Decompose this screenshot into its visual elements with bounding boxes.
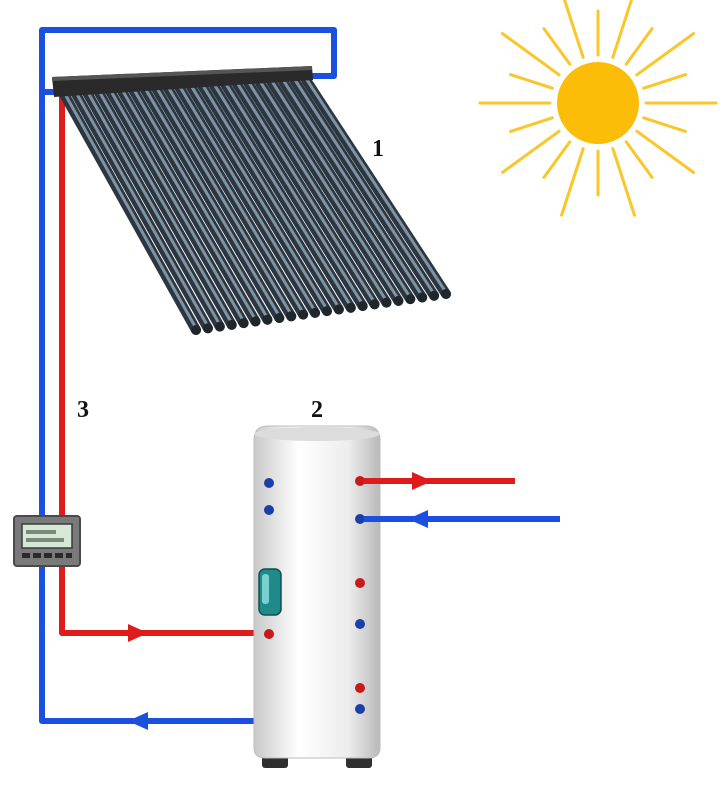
vacuum-tube-highlight xyxy=(155,87,294,318)
pipes-number-label: 3 xyxy=(77,397,89,423)
vacuum-tube-highlight xyxy=(201,84,342,311)
hot-water-outlet-pipe xyxy=(364,472,515,490)
vacuum-tube-end-cap xyxy=(321,306,332,317)
water-heater-tank xyxy=(253,425,381,768)
vacuum-tube-highlight xyxy=(236,82,378,306)
sun-ray xyxy=(509,73,554,90)
tank-number-label: 2 xyxy=(311,397,323,423)
vacuum-tube-end-cap xyxy=(191,325,201,335)
vacuum-tube-highlight xyxy=(86,91,223,329)
sun-ray xyxy=(611,0,634,59)
sun-icon xyxy=(478,0,718,217)
vacuum-tube-end-cap xyxy=(369,299,380,310)
vacuum-tube-highlight xyxy=(213,83,354,310)
sun-ray xyxy=(642,73,687,90)
collector-tubes xyxy=(59,75,451,335)
controller-unit xyxy=(13,515,81,567)
sun-ray xyxy=(624,27,654,66)
vacuum-tube-highlight xyxy=(293,79,437,298)
vacuum-tube-end-cap xyxy=(250,316,261,327)
vacuum-tube-end-cap xyxy=(333,304,344,315)
vacuum-tube-highlight xyxy=(144,87,282,320)
cold-return-arrow xyxy=(128,712,148,730)
vacuum-tube-end-cap xyxy=(262,314,273,325)
sun-ray xyxy=(542,140,572,179)
vacuum-tube-end-cap xyxy=(381,297,392,308)
sun-ray xyxy=(624,140,654,179)
vacuum-tube-highlight xyxy=(270,80,413,301)
sun-ray xyxy=(501,32,561,77)
sun-ray xyxy=(560,147,585,217)
sun-ray xyxy=(542,27,572,66)
vacuum-tube-end-cap xyxy=(429,290,440,301)
vacuum-tube-highlight xyxy=(109,89,247,325)
vacuum-tube-highlight xyxy=(121,89,259,323)
vacuum-tube-end-cap xyxy=(441,289,451,299)
sun-ray xyxy=(642,116,687,133)
hot-supply-arrow xyxy=(128,624,148,642)
vacuum-tube-end-cap xyxy=(202,323,213,334)
vacuum-tube-highlight xyxy=(305,78,449,296)
sun-ray xyxy=(562,0,585,59)
vacuum-tube-highlight xyxy=(282,79,425,299)
vacuum-tube-highlight xyxy=(167,86,306,317)
sun-disc xyxy=(557,62,639,144)
vacuum-tube-highlight xyxy=(190,85,330,313)
sun-ray xyxy=(635,32,695,77)
sun-ray xyxy=(509,116,554,133)
vacuum-tube-end-cap xyxy=(226,319,237,330)
hot-supply-pipe xyxy=(59,90,262,636)
vacuum-tube-end-cap xyxy=(286,311,297,322)
vacuum-tube-end-cap xyxy=(393,295,404,306)
sun-ray xyxy=(501,129,561,174)
vacuum-tube-highlight xyxy=(63,92,199,332)
sun-ray xyxy=(611,147,636,217)
vacuum-tube-highlight xyxy=(98,90,235,327)
vacuum-tube-end-cap xyxy=(274,313,285,323)
vacuum-tube-end-cap xyxy=(298,309,309,320)
vacuum-tube-end-cap xyxy=(214,321,225,332)
vacuum-tube-highlight xyxy=(259,81,401,303)
tank-ports xyxy=(264,476,365,714)
vacuum-tube-highlight xyxy=(247,81,389,305)
collector-header xyxy=(52,66,313,97)
vacuum-tube-end-cap xyxy=(238,318,249,329)
cold-water-inlet-pipe xyxy=(364,510,560,528)
solar-collector xyxy=(52,66,451,335)
vacuum-tube-end-cap xyxy=(345,302,356,313)
vacuum-tube-end-cap xyxy=(310,307,321,318)
vacuum-tube-highlight xyxy=(178,85,318,315)
vacuum-tube-highlight xyxy=(132,88,270,322)
collector-number-label: 1 xyxy=(372,136,384,162)
vacuum-tube-end-cap xyxy=(417,292,428,303)
vacuum-tube-end-cap xyxy=(405,294,416,305)
vacuum-tube-end-cap xyxy=(357,301,368,311)
vacuum-tube-highlight xyxy=(224,83,366,308)
sun-rays xyxy=(478,0,718,217)
vacuum-tube-highlight xyxy=(75,91,211,330)
sun-ray xyxy=(635,129,695,174)
